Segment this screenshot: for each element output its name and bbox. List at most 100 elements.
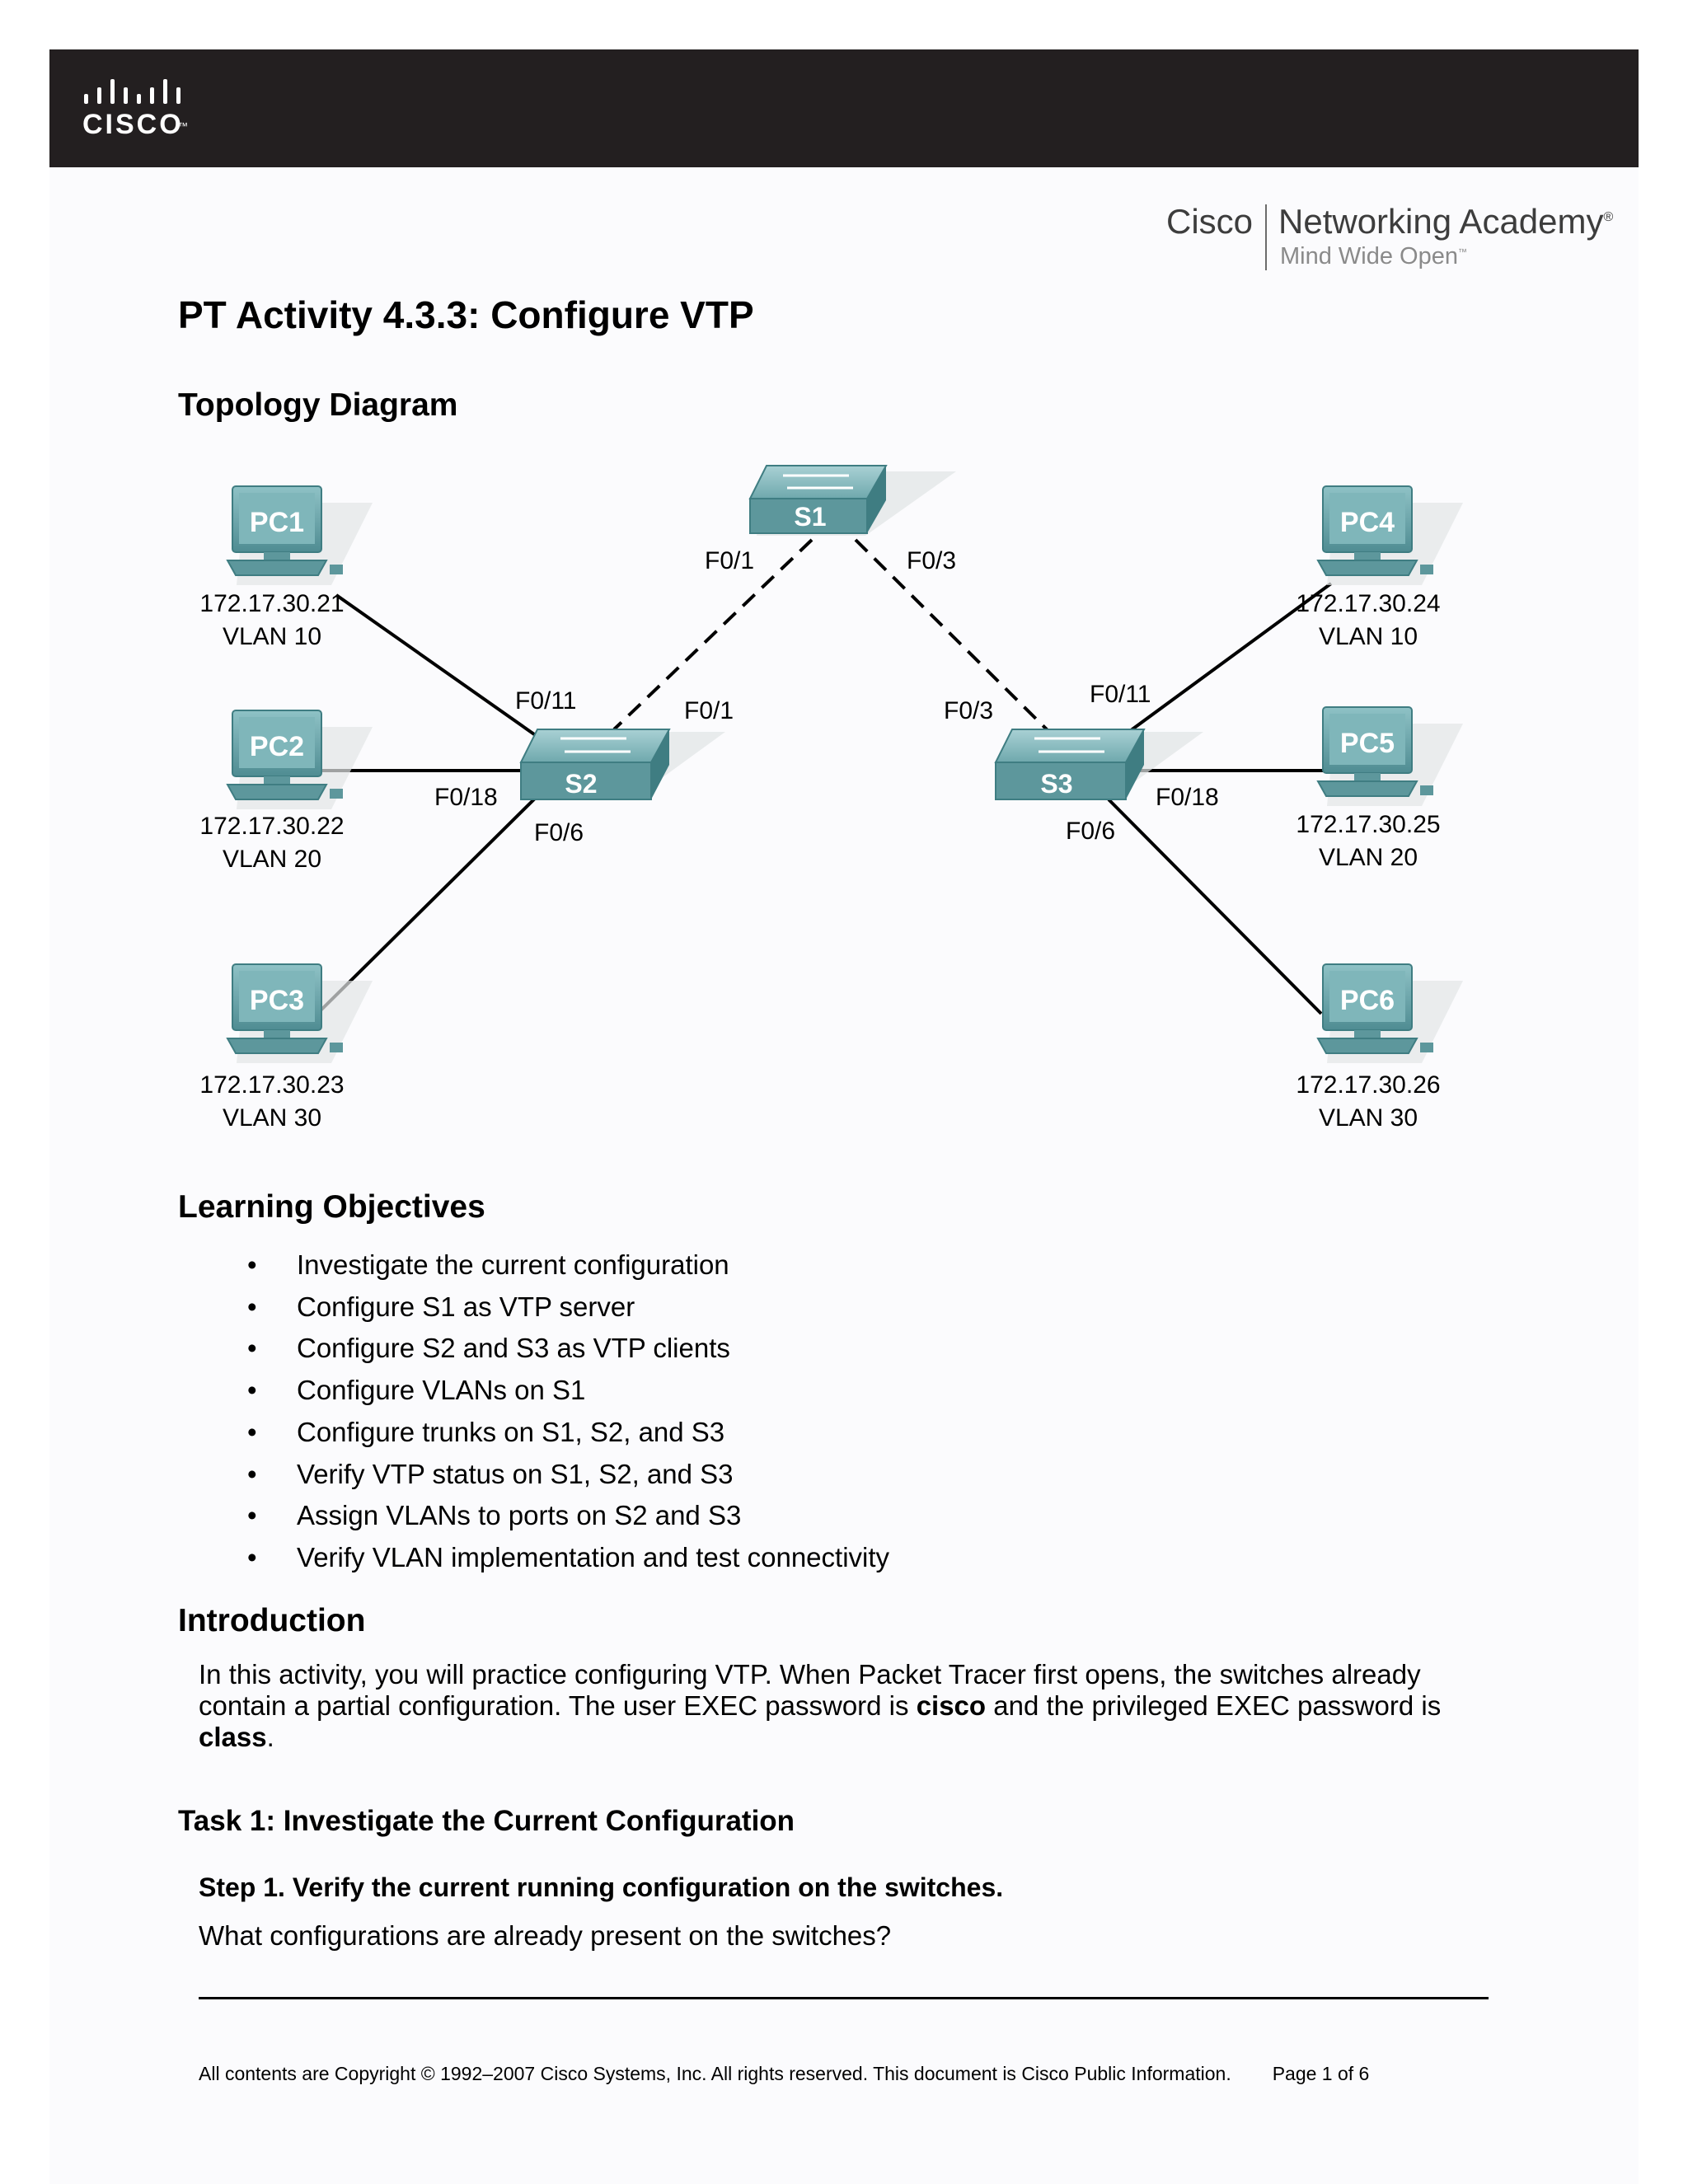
port-label-s3-f011: F0/11 [1090, 681, 1151, 708]
pc-ip-label: 172.17.30.26 [1296, 1071, 1440, 1099]
footer: All contents are Copyright © 1992–2007 C… [199, 2063, 1369, 2085]
pc-stand [264, 552, 290, 560]
pc-ip-label: 172.17.30.21 [199, 590, 344, 617]
switch-s2: S2 [519, 729, 725, 800]
pc-mouse-icon [330, 565, 343, 574]
page-background [49, 49, 1639, 2184]
document-title: PT Activity 4.3.3: Configure VTP [178, 293, 754, 336]
intro-text-3: . [266, 1722, 274, 1752]
port-label-s2-f018: F0/18 [434, 784, 498, 811]
pc-keyboard-icon [226, 1038, 328, 1054]
pc-stand [264, 1030, 290, 1038]
link-pc1-s2 [335, 593, 552, 748]
pc-keyboard-icon [226, 560, 328, 576]
cisco-bars-icon [84, 79, 181, 104]
intro-text-1: In this activity, you will practice conf… [199, 1659, 1421, 1721]
switch-s3-label: S3 [1040, 769, 1072, 799]
pc-vlan-label: VLAN 10 [1319, 623, 1418, 650]
objective-item: •Configure trunks on S1, S2, and S3 [247, 1412, 889, 1454]
pc-mouse-icon [1420, 785, 1433, 795]
footer-page-number: Page 1 of 6 [1272, 2063, 1370, 2084]
topology-heading: Topology Diagram [178, 387, 458, 423]
link-pc3-s2 [316, 788, 546, 1015]
academy-cisco-text: Cisco [1166, 202, 1254, 241]
objective-item: •Configure VLANs on S1 [247, 1370, 889, 1412]
link-s1-s2-trunk [612, 538, 814, 731]
pc-vlan-label: VLAN 30 [1319, 1104, 1418, 1132]
pc-keyboard-icon [1316, 1038, 1418, 1054]
pc-screen [239, 717, 315, 768]
pc-vlan-label: VLAN 20 [223, 846, 321, 873]
pc-mouse-icon [1420, 1043, 1433, 1052]
objective-text: Verify VLAN implementation and test conn… [297, 1541, 890, 1572]
academy-separator [1265, 204, 1267, 270]
intro-user-password: cisco [916, 1690, 987, 1721]
port-label-s1-f01: F0/1 [705, 547, 754, 574]
objective-item: •Assign VLANs to ports on S2 and S3 [247, 1495, 889, 1537]
pc-stand [264, 776, 290, 785]
objective-text: Configure S1 as VTP server [297, 1291, 635, 1322]
pc-name-label: PC2 [250, 731, 304, 762]
pc-vlan-label: VLAN 30 [223, 1104, 321, 1132]
header-bar: CISCO ™ [49, 49, 1639, 167]
pc-keyboard-icon [226, 784, 328, 800]
pc-mouse-icon [330, 1043, 343, 1052]
pc-name-label: PC3 [250, 985, 304, 1016]
objective-text: Configure S2 and S3 as VTP clients [297, 1333, 730, 1364]
port-label-s3-f06: F0/6 [1066, 818, 1115, 845]
objectives-list: •Investigate the current configuration•C… [247, 1244, 889, 1579]
pc-mouse-icon [330, 789, 343, 799]
academy-tagline: Mind Wide Open™ [1280, 243, 1467, 270]
switch-s2-label: S2 [565, 769, 597, 799]
port-label-s2-f06: F0/6 [534, 819, 584, 846]
objective-item: • Configure S2 and S3 as VTP clients [247, 1328, 889, 1370]
objective-text: Configure trunks on S1, S2, and S3 [297, 1416, 725, 1447]
pc-screen [239, 493, 315, 544]
networking-academy-logo: Cisco Networking Academy® Mind Wide Open… [1166, 198, 1636, 280]
port-label-s3-f018: F0/18 [1156, 784, 1219, 811]
pc-mouse-icon [1420, 565, 1433, 574]
switch-s1-label: S1 [794, 502, 826, 532]
bullet: • [247, 1333, 257, 1364]
link-pc6-s3 [1107, 798, 1323, 1015]
pc-keyboard-icon [1316, 560, 1418, 576]
answer-line[interactable] [199, 1997, 1489, 1999]
bullet: • [247, 1541, 257, 1572]
footer-copyright: All contents are Copyright © 1992–2007 C… [199, 2063, 1231, 2084]
pc-name-label: PC1 [250, 507, 304, 538]
academy-tagline-text: Mind Wide Open [1280, 243, 1458, 269]
academy-registered-mark: ® [1603, 210, 1614, 224]
objective-item: • Configure S1 as VTP server [247, 1286, 889, 1329]
objective-item: •Investigate the current configuration [247, 1244, 889, 1286]
pc-ip-label: 172.17.30.25 [1296, 811, 1440, 838]
link-s1-s3-trunk [854, 538, 1055, 738]
objective-item: • Verify VLAN implementation and test con… [247, 1537, 889, 1579]
port-label-s3-f03: F0/3 [944, 697, 993, 724]
pc-screen [239, 971, 315, 1022]
pc-name-label: PC4 [1340, 507, 1395, 538]
port-label-s2-f01: F0/1 [684, 697, 734, 724]
pc-ip-label: 172.17.30.24 [1296, 590, 1440, 617]
objective-text: Verify VTP status on S1, S2, and S3 [297, 1458, 734, 1489]
objective-item: •Verify VTP status on S1, S2, and S3 [247, 1454, 889, 1496]
switch-s3: S3 [994, 729, 1203, 800]
pc-ip-label: 172.17.30.23 [199, 1071, 344, 1099]
cisco-logo-text: CISCO [82, 109, 184, 140]
port-label-s1-f03: F0/3 [907, 547, 956, 574]
switch-s1: S1 [748, 465, 956, 536]
pc-screen [1329, 971, 1405, 1022]
bullet: • [247, 1291, 257, 1322]
introduction-heading: Introduction [178, 1603, 366, 1638]
bullet: • [247, 1375, 257, 1406]
pc-keyboard-icon [1316, 780, 1418, 797]
step1-heading: Step 1. Verify the current running confi… [199, 1872, 1004, 1902]
pc-vlan-label: VLAN 10 [223, 623, 321, 650]
cisco-logo: CISCO ™ [79, 77, 195, 143]
cisco-logo-trademark: ™ [178, 120, 188, 132]
pc-ip-label: 172.17.30.22 [199, 813, 344, 840]
